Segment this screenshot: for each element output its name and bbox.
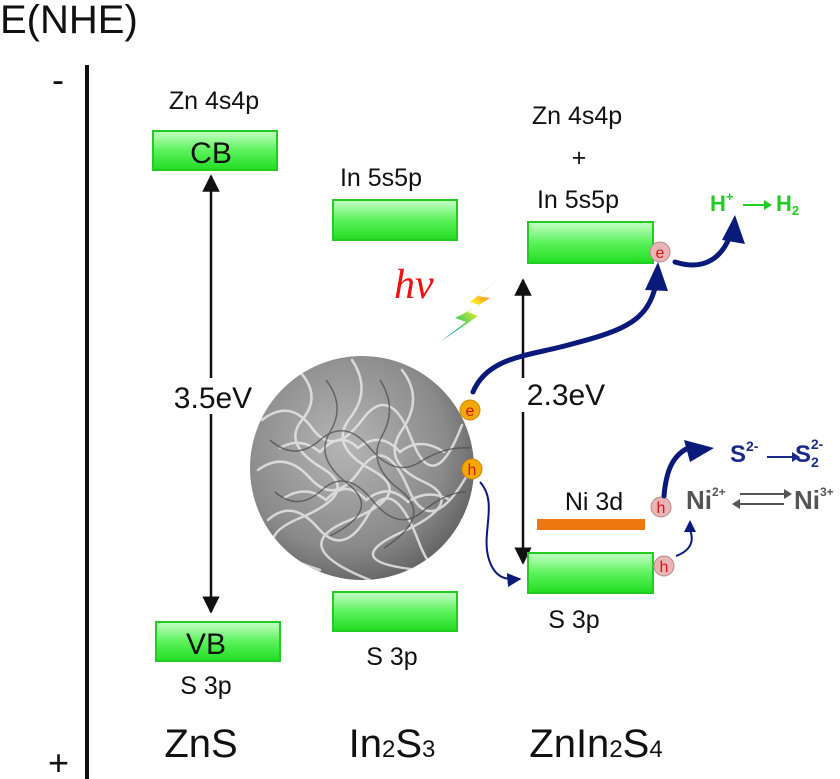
electron-transfer-arrow [470,281,659,395]
in2s3-name-part: In [349,722,382,766]
ni3-charge: 3+ [820,485,834,499]
znin2s4-name-sub: 4 [649,736,662,763]
nanoparticle-image [250,356,474,580]
zns-material-label: ZnS [164,722,237,766]
ni3-symbol: Ni [794,485,820,515]
particle-hole: h [461,458,483,480]
ni-3d-label: Ni 3d [565,488,623,516]
ni2-symbol: Ni [686,485,712,515]
znin2s4-cb-origin-2: In 5s5p [537,186,619,214]
particle-electron-label: e [466,403,475,420]
h2-reactant: H [710,191,726,216]
zns-vb-origin: S 3p [180,672,231,700]
znin2s4-vb-origin: S 3p [548,606,599,634]
ni3-ion: Ni3+ [794,485,834,515]
vb-to-ni-arrowhead [684,520,696,532]
hole-transfer-arrow [479,481,522,588]
sulfide-oxidation-arrow [661,445,691,499]
h2-reaction: H+ [710,189,734,216]
polysulfide-symbol: S [795,441,811,468]
in2s3-name-sub: 2 [382,736,395,763]
znin2s4-name-part: S [623,722,650,766]
znin2s4-cb-plus: + [572,144,587,172]
in2s3-vb-origin: S 3p [366,643,417,671]
in2s3-cb-origin: In 5s5p [340,164,422,192]
photon-label: hv [394,262,434,308]
znin2s4-name-part: ZnIn [529,722,609,766]
zns-vb-label: VB [186,628,226,661]
znin2s4-material-label: ZnIn2S4 [529,722,662,766]
h2-evolution-arrow [672,233,733,268]
electron-transfer-arrowhead [645,262,668,291]
ni-level-hole-label: h [657,500,666,517]
in2s3-conduction-band [332,199,458,241]
axis-label: E(NHE) [0,0,138,42]
ni2-charge: 2+ [712,485,726,499]
zns-band-gap: 3.5eV [174,382,252,415]
axis-positive-sign: + [48,742,69,779]
polysulfide-subscript: 2 [811,454,819,470]
znin2s4-name-sub: 2 [609,736,622,763]
ni-reduction-arrowhead [732,499,740,509]
vb-hole: h [653,555,675,577]
zns-cb-origin: Zn 4s4p [169,87,259,115]
sulfide-oxidation-arrowhead [684,440,714,462]
znin2s4-band-gap: 2.3eV [527,379,605,412]
znin2s4-conduction-band [527,221,654,264]
zns-conduction-band [152,130,278,171]
zns-cb-label: CB [190,137,232,170]
lightning-bolt-icon [440,280,498,342]
znin2s4-cb-origin-1: Zn 4s4p [532,102,622,130]
in2s3-name-sub: 3 [422,736,435,763]
sulfide-symbol: S [730,441,746,468]
vb-hole-label: h [660,559,669,576]
ni-3d-level [537,519,645,530]
h2-reaction-arrowhead [764,200,772,210]
ni-level-hole: h [650,496,672,518]
cb-electron: e [649,241,671,263]
particle-hole-label: h [468,462,477,479]
h2-product: H2 [776,191,799,218]
zns-valence-band [155,621,281,662]
vb-to-ni-arrow [675,529,693,557]
h2-reactant-charge: + [726,189,734,204]
h2-product-symbol: H [776,191,792,216]
sulfide-charge: 2- [746,438,759,454]
ni-oxidation-arrowhead [784,489,792,499]
particle-electron: e [459,399,481,421]
axis-negative-sign: - [52,59,64,100]
ni2-ion: Ni2+ [686,485,726,515]
in2s3-name-part: S [395,722,422,766]
h2-product-subscript: 2 [792,203,799,218]
in2s3-material-label: In2S3 [349,722,436,766]
sulfide-reaction-arrowhead [792,452,800,462]
cb-electron-label: e [656,245,665,262]
sulfide-reactant: S2- [730,438,759,468]
polysulfide-product: S2 2- [795,436,824,470]
h2-evolution-arrowhead [722,215,745,244]
polysulfide-charge: 2- [811,436,824,452]
znin2s4-valence-band [527,552,654,594]
in2s3-valence-band [332,591,458,632]
